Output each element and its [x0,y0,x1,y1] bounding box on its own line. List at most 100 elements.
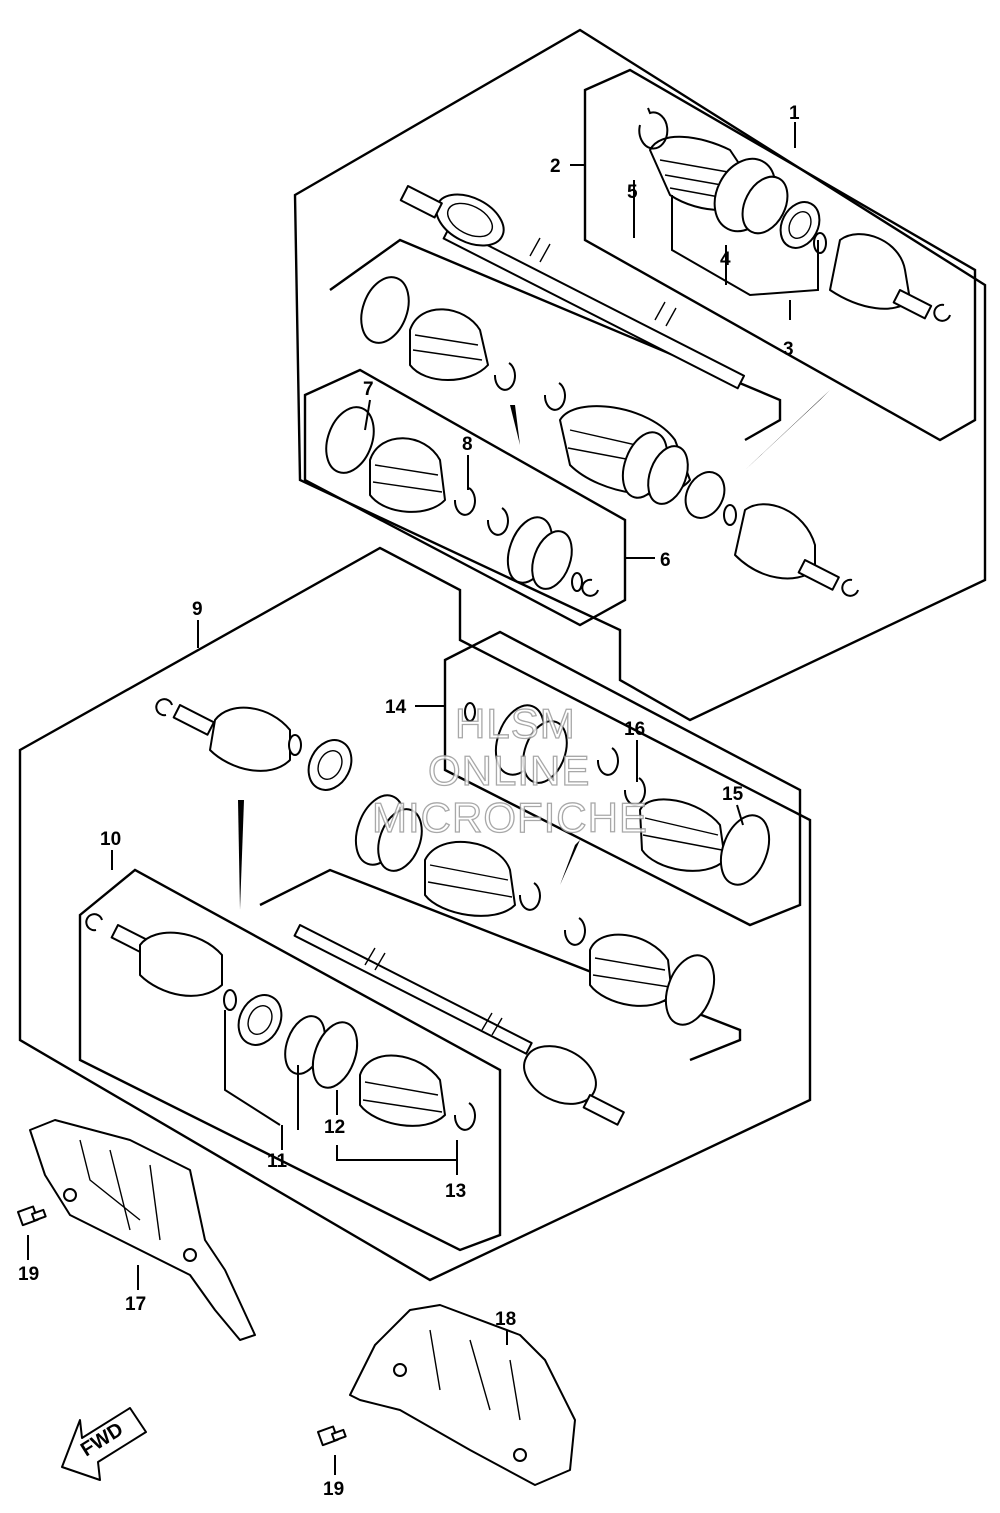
snap-ring-14 [464,702,476,722]
direction-wedge-upper [745,390,830,470]
group-frames [18,28,987,1282]
bolt-19-b [317,1425,347,1447]
boot-kit-7-parts [360,276,859,597]
boot-7-upper [409,308,489,381]
shaft-tube-lower [293,924,533,1055]
callout-1: 1 [789,103,800,124]
frame-upper-assembly [293,28,987,722]
callout-14: 14 [385,697,407,718]
bearing-cage-1 [779,201,821,249]
watermark: HLSM ONLINE MICROFICHE [371,699,648,841]
watermark-line-2: ONLINE [428,747,590,794]
snap-ring-upper [723,504,737,526]
snap-ring-1 [813,232,827,254]
circlip-1 [933,303,951,322]
callout-10: 10 [100,829,121,850]
bearing-cage-lower [307,739,353,791]
callout-19a: 19 [18,1264,39,1285]
clamp-16 [623,777,646,806]
outer-cv-joint-lower [523,1045,597,1105]
clamp-inner-b [647,445,689,505]
callout-8: 8 [462,434,473,455]
clamp-13 [453,1102,476,1131]
circlip-lower [155,698,173,717]
callout-19b: 19 [323,1479,344,1500]
frame-outer-joint-kit-1 [583,68,977,442]
clamp-inner-lower [664,954,716,1026]
boot-kit-inner-parts [563,917,716,1026]
inner-joint-kit-10-parts [85,913,476,1131]
callout-17: 17 [125,1294,146,1315]
callout-12: 12 [324,1117,345,1138]
clamp-14-b [522,720,568,784]
clamp-7-upper [360,276,410,344]
callout-13: 13 [445,1181,466,1202]
forward-direction-arrow: FWD [61,1407,147,1481]
callout-5: 5 [627,182,638,203]
spline-stub-lower-outer [582,1094,625,1126]
callout-11: 11 [267,1151,288,1172]
callout-numbers: 1 2 3 4 5 6 7 8 9 10 11 12 13 14 15 16 1… [18,103,800,1500]
frame-boot-kit-6 [303,368,627,627]
frame-inner-joint-kit-10 [78,868,502,1252]
outer-joint-kit-parts [638,107,951,322]
frame-boot-kit-7 [329,238,782,442]
inner-housing-lower [209,706,291,772]
bolt-19-a [16,1205,47,1227]
leader-lines [27,122,819,1475]
clamp-12 [311,1021,359,1089]
callout-16: 16 [624,719,645,740]
inner-housing-10 [139,931,223,997]
clamp-6-c [531,530,573,590]
bearing-cage-10 [237,994,283,1046]
callout-18: 18 [495,1309,516,1330]
frame-boot-kit-inner [259,868,742,1062]
clamp-lower-b [377,808,423,872]
heat-shield-18 [349,1304,576,1486]
direction-wedge-lower [560,840,580,885]
clamp-6-a [325,406,375,474]
inner-housing-upper [734,503,816,580]
boot-inner-lower [589,933,673,1007]
snap-ring-10 [223,989,237,1011]
boot-kit-14-parts [464,702,771,886]
spline-stub-1 [892,288,933,320]
callout-6: 6 [660,550,671,571]
boot-15 [639,798,726,872]
clamp-15 [719,814,771,886]
boot-lower-mid [424,840,516,917]
callout-3: 3 [783,339,794,360]
watermark-line-3: MICROFICHE [372,794,648,841]
callout-4: 4 [720,249,731,270]
frame-boot-kit-14 [443,630,802,927]
circlip-upper-inner [841,578,859,597]
snap-ring-6 [571,572,583,592]
callout-9: 9 [192,599,203,620]
direction-wedge-mid [510,405,520,445]
bearing-cage-upper [684,471,726,519]
direction-wedge-left [238,800,244,910]
spline-stub-upper-inner [797,559,840,591]
frame-lower-assembly [18,546,812,1282]
clamp-small-upper [493,362,516,391]
heat-shields [16,1119,576,1486]
upper-drive-shaft [399,185,746,390]
circlip-6 [581,578,599,597]
snap-ring-lower [288,734,302,756]
callout-2: 2 [550,156,561,177]
clamp-5 [638,107,669,150]
shaft-tube-upper [442,225,746,390]
watermark-line-1: HLSM [455,700,576,747]
boot-kit-6-parts [325,406,599,597]
clamp-8 [453,487,476,516]
lower-drive-shaft [155,698,625,1126]
callout-7: 7 [363,379,374,400]
heat-shield-17 [29,1119,256,1341]
clamp-band-4b [741,175,789,235]
spline-stub-lower [172,704,215,736]
boot-10 [359,1054,446,1127]
spline-stub-upper [399,185,443,219]
boot-6 [369,437,446,513]
callout-15: 15 [722,784,744,805]
